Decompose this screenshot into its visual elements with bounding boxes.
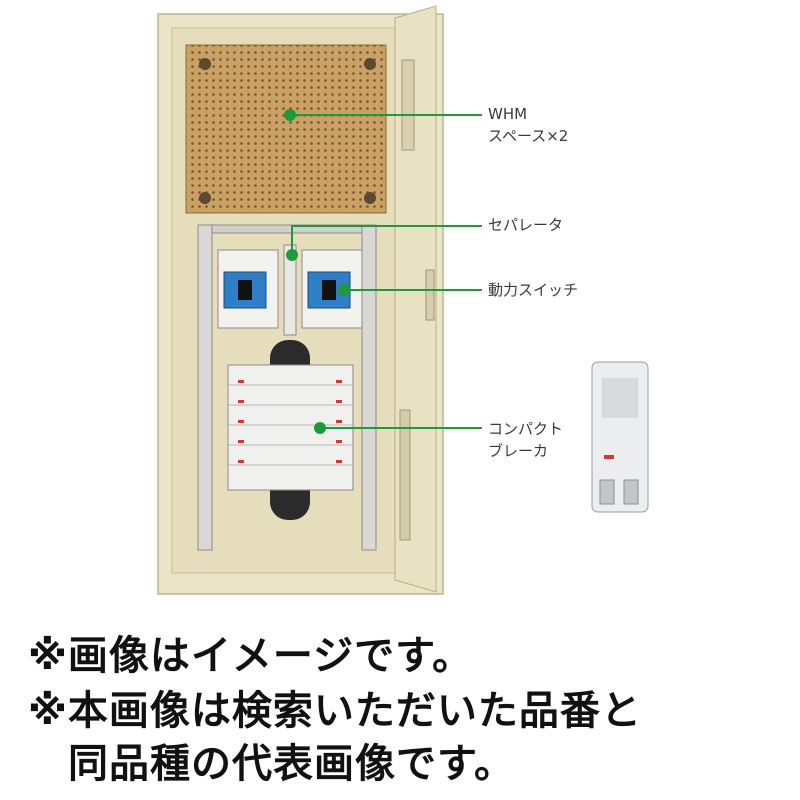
compact-breaker-label-line1: コンパクト (488, 420, 564, 438)
power-switch-left (217, 249, 279, 329)
power-switch-label: 動力スイッチ (488, 281, 579, 299)
breaker-callout-dot (314, 422, 326, 434)
note-line-1: ※画像はイメージです。 (28, 633, 474, 679)
compact-breaker-block (227, 340, 354, 520)
compact-breaker-product (591, 361, 649, 513)
mounting-rails (197, 224, 377, 551)
whm-label: WHM スペース×2 (488, 103, 568, 147)
compact-breaker-label: コンパクト ブレーカ (488, 418, 563, 462)
whm-label-line2: スペース×2 (488, 127, 569, 145)
panel-diagram (157, 5, 649, 595)
compact-breaker-label-line2: ブレーカ (488, 442, 549, 460)
note-line-2: ※本画像は検索いただいた品番と (28, 688, 642, 734)
separator-label: セパレータ (488, 216, 564, 234)
whm-space-board (185, 44, 387, 214)
separator-plate (283, 244, 297, 336)
note-line-3: 同品種の代表画像です。 (68, 741, 515, 787)
power-switch-callout-dot (338, 284, 350, 296)
separator-callout-dot (286, 249, 298, 261)
separator-callout-line (291, 225, 482, 255)
whm-label-line1: WHM (488, 105, 528, 123)
whm-callout-dot (284, 109, 296, 121)
